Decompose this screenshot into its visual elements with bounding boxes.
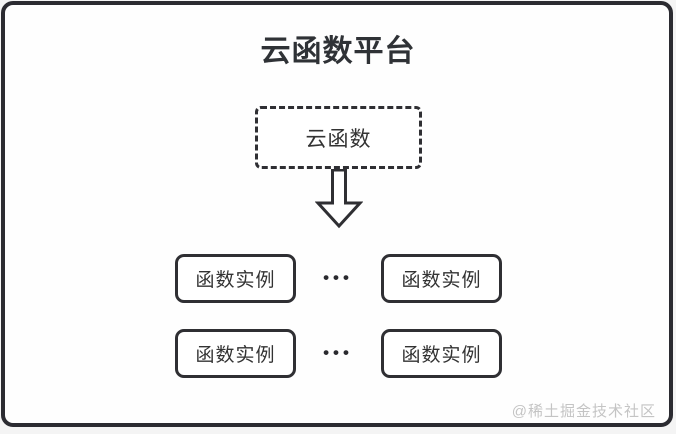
function-instance-node: 函数实例 [381,254,502,303]
down-arrow-icon [314,168,364,229]
function-instance-label: 函数实例 [401,270,482,291]
ellipsis-dots: ••• [323,268,353,287]
ellipsis-dots: ••• [323,343,353,362]
function-instance-node: 函数实例 [175,254,296,303]
diagram-title: 云函数平台 [260,35,416,68]
function-instance-label: 函数实例 [195,270,276,291]
function-instance-label: 函数实例 [195,345,276,366]
function-instance-node: 函数实例 [175,329,296,378]
watermark-text: @稀土掘金技术社区 [511,403,656,420]
cloud-function-node: 云函数 [255,106,422,169]
cloud-function-label: 云函数 [305,127,372,151]
function-instance-node: 函数实例 [381,329,502,378]
function-instance-label: 函数实例 [401,345,482,366]
